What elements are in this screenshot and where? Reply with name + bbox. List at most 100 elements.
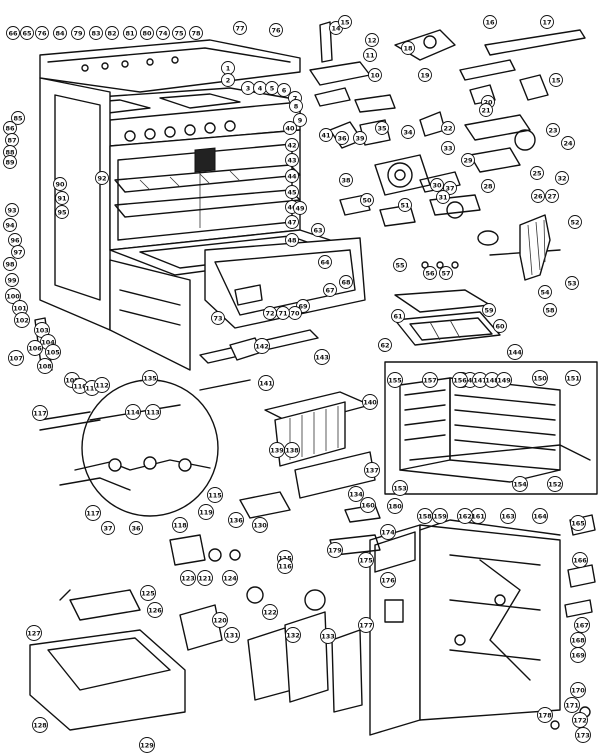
callout-number: 94 [5, 222, 15, 230]
callout-c23: 19 [418, 68, 432, 82]
callout-c86: 85 [11, 111, 25, 125]
callout-c34: 8 [289, 99, 303, 113]
callout-circle [507, 344, 523, 360]
callout-number: 46 [287, 204, 297, 212]
callout-c31: 5 [265, 81, 279, 95]
callout-c177: 175 [358, 552, 374, 568]
callout-number: 75 [174, 30, 184, 38]
callout-number: 110 [73, 383, 87, 391]
callout-circle [277, 83, 291, 97]
callout-number: 41 [321, 132, 331, 140]
callout-circle [358, 552, 374, 568]
callout-c178: 176 [380, 572, 396, 588]
callout-number: 139 [270, 447, 284, 455]
callout-circle [37, 358, 53, 374]
callout-circle [224, 627, 240, 643]
callout-number: 8 [294, 103, 299, 111]
callout-circle [378, 338, 392, 352]
callout-c151: 149 [496, 372, 512, 388]
callout-c21: 17 [540, 15, 554, 29]
callout-number: 25 [532, 170, 542, 178]
callout-c84: 72 [263, 306, 277, 320]
callout-c103: 102 [14, 312, 30, 328]
callout-c101: 100 [5, 288, 21, 304]
callout-circle [285, 169, 299, 183]
callout-c174: 172 [572, 712, 588, 728]
callout-number: 152 [548, 481, 562, 489]
callout-circle [145, 404, 161, 420]
callout-c38: 43 [285, 153, 299, 167]
callout-circle [285, 185, 299, 199]
callout-number: 80 [142, 30, 152, 38]
callout-number: 111 [85, 385, 99, 393]
callout-c53: 22 [441, 121, 455, 135]
callout-circle [358, 617, 374, 633]
callout-number: 82 [107, 30, 116, 38]
callout-number: 89 [5, 159, 15, 167]
callout-number: 20 [483, 99, 493, 107]
callout-c135: 133 [320, 628, 336, 644]
callout-c98: 97 [11, 245, 25, 259]
callout-circle [221, 73, 235, 87]
callout-c128: 126 [147, 602, 163, 618]
callout-c76: 62 [378, 338, 392, 352]
callout-circle [568, 215, 582, 229]
callout-number: 163 [501, 513, 515, 521]
callout-c143: 141 [258, 375, 274, 391]
callout-c16: 15 [338, 15, 352, 29]
top-valve-assemblies [309, 21, 586, 113]
callout-c75: 61 [391, 309, 405, 323]
callout-number: 127 [27, 630, 41, 638]
callout-c169: 167 [574, 617, 590, 633]
callout-c11: 75 [172, 26, 186, 40]
callout-c72: 58 [543, 303, 557, 317]
callout-number: 35 [377, 125, 387, 133]
callout-circle [285, 627, 301, 643]
callout-c161: 159 [432, 508, 448, 524]
callout-circle [311, 223, 325, 237]
callout-number: 19 [420, 72, 430, 80]
callout-number: 42 [287, 142, 296, 150]
callout-c127: 125 [140, 585, 156, 601]
callout-c25: 21 [479, 103, 493, 117]
callout-circle [565, 370, 581, 386]
callout-c87: 86 [3, 121, 17, 135]
callout-c59: 28 [481, 179, 495, 193]
callout-c181: 179 [327, 542, 343, 558]
callout-c176: 174 [380, 524, 396, 540]
callout-c182: 180 [387, 498, 403, 514]
callout-number: 137 [365, 467, 379, 475]
callout-number: 165 [571, 520, 585, 528]
callout-number: 1 [226, 65, 231, 73]
callout-circle [547, 476, 563, 492]
callout-circle [212, 612, 228, 628]
callout-number: 169 [571, 652, 585, 660]
callout-circle [555, 171, 569, 185]
callout-number: 120 [213, 617, 227, 625]
callout-circle [432, 508, 448, 524]
callout-number: 125 [141, 590, 155, 598]
callout-number: 37 [445, 185, 454, 193]
callout-circle [45, 344, 61, 360]
callout-number: 45 [287, 189, 297, 197]
callout-number: 102 [15, 317, 29, 325]
callout-c43: 48 [285, 233, 299, 247]
callout-circle [147, 602, 163, 618]
callout-c113: 112 [94, 377, 110, 393]
callout-circle [401, 41, 415, 55]
callout-number: 176 [381, 577, 395, 585]
callout-c80: 68 [339, 275, 353, 289]
callout-circle [574, 617, 590, 633]
callout-number: 172 [573, 717, 587, 725]
callout-number: 64 [320, 259, 330, 267]
callout-number: 122 [263, 609, 277, 617]
callout-circle [314, 349, 330, 365]
callout-number: 73 [213, 315, 222, 323]
callout-c27: 1 [221, 61, 235, 75]
callout-circle [380, 572, 396, 588]
callout-c108: 107 [8, 350, 24, 366]
callout-c120: 118 [172, 517, 188, 533]
callout-c142: 140 [362, 394, 378, 410]
